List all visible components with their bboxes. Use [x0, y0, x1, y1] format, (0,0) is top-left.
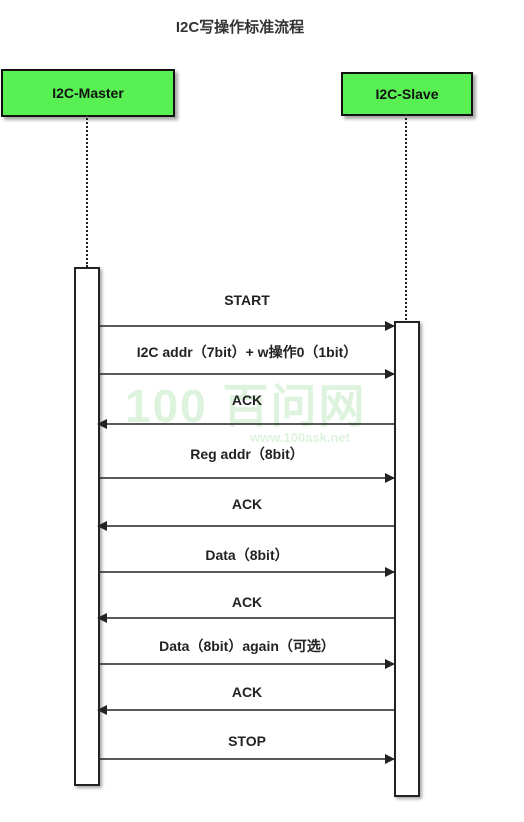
master-activation-bar: [74, 267, 100, 786]
message-label-2: I2C addr（7bit）+ w操作0（1bit）: [136, 344, 358, 360]
message-label-10: STOP: [228, 733, 266, 749]
message-label-6: Data（8bit）: [205, 547, 289, 563]
slave-activation-bar: [394, 321, 420, 797]
diagram-title: I2C写操作标准流程: [175, 19, 305, 36]
master-lifeline: [86, 115, 88, 267]
message-label-4: Reg addr（8bit）: [190, 446, 304, 462]
message-label-5: ACK: [231, 496, 263, 512]
participant-master-label: I2C-Master: [52, 85, 124, 101]
participant-master: I2C-Master: [1, 69, 175, 117]
message-label-9: ACK: [231, 684, 263, 700]
message-label-7: ACK: [231, 594, 263, 610]
message-label-8: Data（8bit）again（可选）: [159, 638, 335, 654]
participant-slave-label: I2C-Slave: [375, 86, 439, 102]
participant-slave: I2C-Slave: [341, 72, 473, 116]
message-label-3: ACK: [231, 392, 263, 408]
slave-lifeline: [405, 114, 407, 320]
message-label-1: START: [224, 292, 270, 308]
